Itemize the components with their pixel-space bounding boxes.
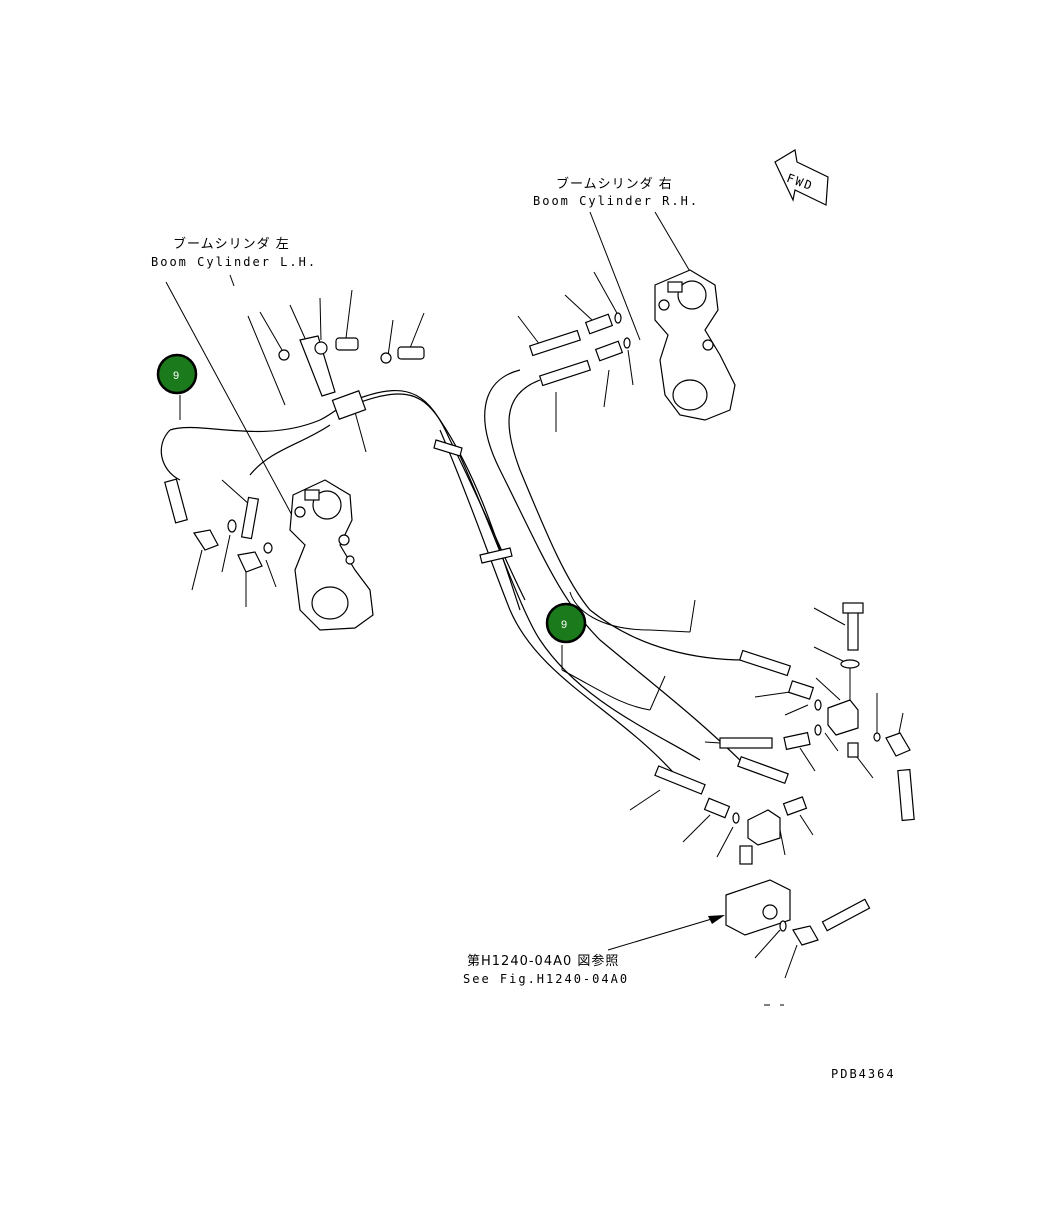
hose-clamps [278,335,513,564]
rh-fittings [528,312,631,387]
leader-lines [165,211,904,979]
boom-cylinder-lh-jp-label: ブームシリンダ 左 [173,236,290,252]
boom-cylinder-lh-en-label: Boom Cylinder L.H. [151,255,317,269]
boom-cylinder-rh-en-label: Boom Cylinder R.H. [533,194,699,208]
see-fig-jp-label: 第H1240-04A0 図参照 [467,953,619,969]
lh-fittings [164,478,273,573]
boom-cylinder-rh-jp-label: ブームシリンダ 右 [556,176,673,192]
drawing-number: PDB4364 [831,1067,896,1081]
lower-fittings [654,602,915,1006]
fwd-arrow-icon: FWD [774,149,829,206]
boom-cylinder-rh [654,269,736,421]
callout-left[interactable]: 9 [156,353,198,395]
callout-center[interactable]: 9 [545,602,587,644]
see-fig-arrow [607,915,725,951]
callout-center-text: 9 [561,619,567,631]
callout-left-text: 9 [173,370,179,382]
hose-lines [160,369,751,781]
see-fig-en-label: See Fig.H1240-04A0 [463,972,629,986]
boom-cylinder-lh [289,479,374,631]
